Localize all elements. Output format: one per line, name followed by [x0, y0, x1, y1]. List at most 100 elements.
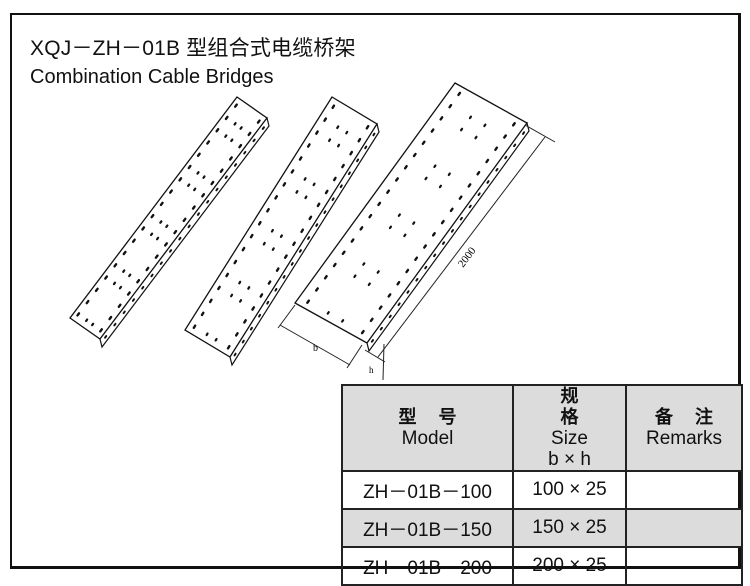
slot	[282, 275, 286, 279]
slot	[495, 167, 499, 172]
slot	[457, 91, 462, 97]
slot	[230, 293, 234, 298]
slot	[262, 241, 266, 246]
slot	[494, 146, 499, 152]
slot	[347, 171, 351, 176]
slot	[182, 217, 187, 223]
slot	[274, 195, 279, 200]
slot	[131, 238, 136, 243]
slot	[323, 117, 328, 122]
slot	[424, 176, 428, 181]
slot	[312, 182, 316, 187]
slot	[377, 201, 382, 207]
cell-model: ZH－01B－100	[341, 470, 514, 510]
slot	[388, 314, 392, 319]
slot	[113, 263, 118, 268]
slot	[76, 312, 81, 317]
slot	[307, 236, 311, 240]
slot	[187, 183, 191, 188]
cell-model: ZH－01B－150	[341, 508, 514, 548]
slot	[415, 277, 419, 282]
slot	[247, 286, 251, 290]
spec-table: 型号 Model 规格 Size b × h 备注 Remarks ZH－01B…	[341, 384, 743, 586]
slot	[433, 253, 437, 258]
header-size: 规格 Size b × h	[512, 384, 627, 472]
slot	[396, 280, 401, 286]
slot	[476, 170, 481, 176]
slot	[474, 135, 478, 140]
slot	[450, 229, 454, 233]
slot	[193, 187, 197, 192]
slot	[122, 250, 127, 256]
slot	[217, 285, 221, 291]
slot	[226, 344, 231, 350]
length-label: 2000	[456, 245, 479, 270]
slot	[252, 138, 256, 143]
slot	[459, 216, 463, 221]
slot	[150, 273, 154, 278]
slot	[225, 272, 230, 278]
slot	[192, 324, 197, 330]
slot	[233, 163, 238, 167]
slot	[369, 317, 374, 323]
slot	[249, 326, 253, 331]
slot	[423, 244, 427, 249]
slot	[261, 126, 265, 130]
slot	[141, 285, 145, 290]
slot	[368, 213, 373, 219]
slot	[145, 266, 150, 272]
slot	[365, 124, 370, 130]
slot	[513, 143, 517, 148]
slot	[306, 299, 311, 304]
cable-tray-1	[69, 96, 270, 349]
slot	[200, 311, 205, 317]
slot	[178, 236, 182, 241]
header-size-cn: 规格	[560, 386, 609, 427]
slot	[169, 249, 173, 253]
slot	[397, 302, 401, 307]
slot	[433, 164, 437, 169]
width-label: b	[313, 343, 318, 354]
slot	[388, 225, 393, 230]
slot	[267, 280, 272, 285]
slot	[128, 273, 132, 278]
slot	[448, 103, 453, 109]
slot	[241, 246, 246, 252]
slot	[154, 254, 159, 259]
slot	[239, 299, 243, 303]
slot	[438, 184, 443, 189]
slot	[233, 352, 237, 357]
slot	[440, 219, 445, 225]
slot	[331, 197, 335, 202]
slot	[196, 171, 200, 175]
slot	[341, 163, 345, 169]
slot	[112, 281, 117, 286]
cell-remarks	[625, 470, 743, 510]
slot	[224, 134, 228, 138]
slot	[406, 290, 410, 294]
slot	[91, 322, 95, 327]
slot	[243, 319, 247, 324]
slot	[421, 140, 426, 146]
slot	[424, 265, 428, 270]
slot	[155, 236, 160, 241]
header-size-en: Size	[551, 428, 588, 449]
slot	[136, 278, 141, 284]
slot	[104, 275, 109, 280]
slot	[376, 270, 380, 274]
slot	[159, 201, 164, 207]
slot	[85, 299, 90, 305]
slot	[359, 226, 364, 231]
slot	[191, 205, 196, 210]
slot	[94, 287, 99, 293]
slot	[430, 128, 435, 133]
slot	[449, 207, 454, 213]
slot	[178, 177, 183, 182]
slot	[230, 138, 234, 143]
slot	[249, 233, 254, 239]
slot	[364, 145, 368, 150]
slot	[258, 313, 262, 318]
slot	[274, 287, 278, 292]
slot	[210, 180, 215, 186]
slot	[468, 115, 473, 120]
